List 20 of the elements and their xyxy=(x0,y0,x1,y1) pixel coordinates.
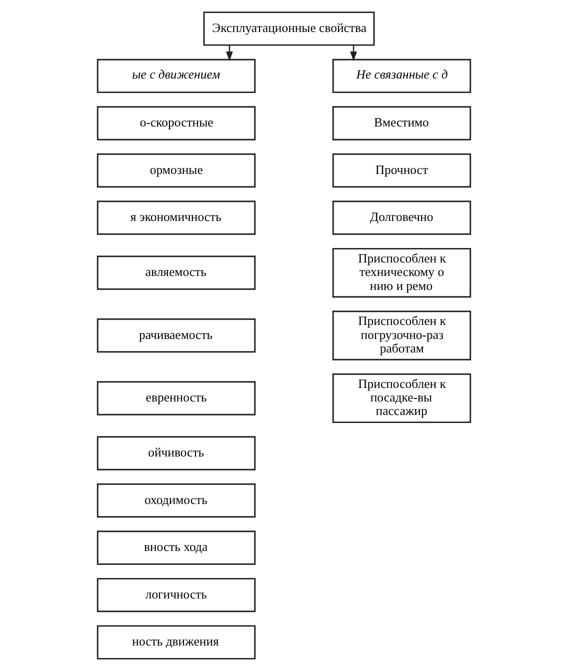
node-box: Приспособлен к посадке-вы пассажир xyxy=(332,373,472,424)
node-box: авляемость xyxy=(96,256,256,290)
node-box: ойчивость xyxy=(96,436,256,470)
node-box: Не связанные с д xyxy=(332,58,472,94)
node-box: евренность xyxy=(96,381,256,416)
node-box: оходимость xyxy=(96,483,256,518)
node-box: вность хода xyxy=(96,530,256,565)
node-box: я экономичность xyxy=(96,200,256,235)
node-box: Эксплуатационные свойства xyxy=(203,12,375,46)
node-box: о-скоростные xyxy=(96,106,256,140)
node-box: Приспособлен к погрузочно-раз работам xyxy=(332,310,472,360)
node-box: Прочност xyxy=(332,153,472,188)
node-box: ность движения xyxy=(96,625,256,660)
node-box: Приспособлен к техническому о нию и ремо xyxy=(332,248,472,298)
node-box: ормозные xyxy=(96,153,256,188)
node-box: ые с движением xyxy=(96,58,256,94)
node-box: логичность xyxy=(96,578,256,612)
node-box: Долговечно xyxy=(332,200,472,235)
node-box: рачиваемость xyxy=(96,318,256,353)
node-box: Вместимо xyxy=(332,106,472,140)
